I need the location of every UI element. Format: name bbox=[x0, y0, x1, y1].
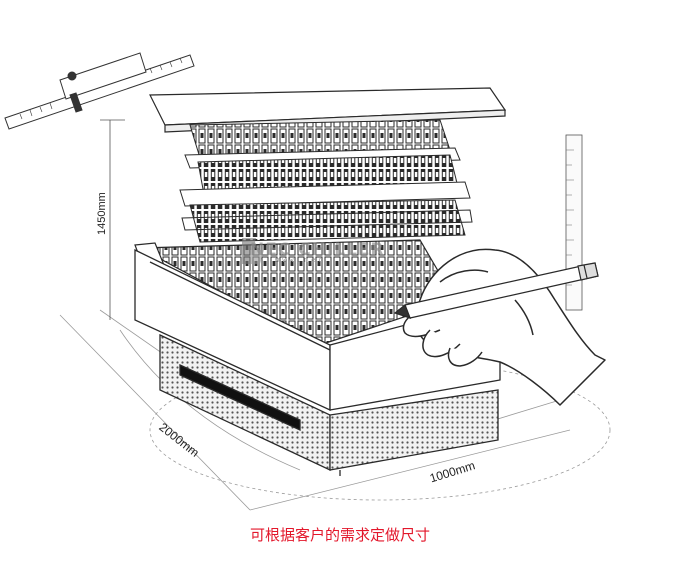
custom-size-caption: 可根据客户的需求定做尺寸 bbox=[249, 526, 430, 544]
watermark: NEC CHILLER bbox=[250, 240, 385, 260]
pencil-icon bbox=[393, 262, 599, 319]
height-guide bbox=[100, 119, 125, 320]
shelf-3 bbox=[181, 199, 473, 243]
logo-icon bbox=[242, 238, 264, 264]
cabinet-base bbox=[159, 333, 499, 476]
shelf-2 bbox=[179, 154, 471, 207]
vernier-caliper-icon bbox=[4, 52, 195, 130]
watermark-text: NEC CHILLER bbox=[250, 240, 385, 260]
ruler-icon bbox=[565, 134, 583, 311]
height-dimension-label: 1450mm bbox=[96, 192, 108, 235]
watermark-url: www.nec bbox=[275, 256, 326, 264]
